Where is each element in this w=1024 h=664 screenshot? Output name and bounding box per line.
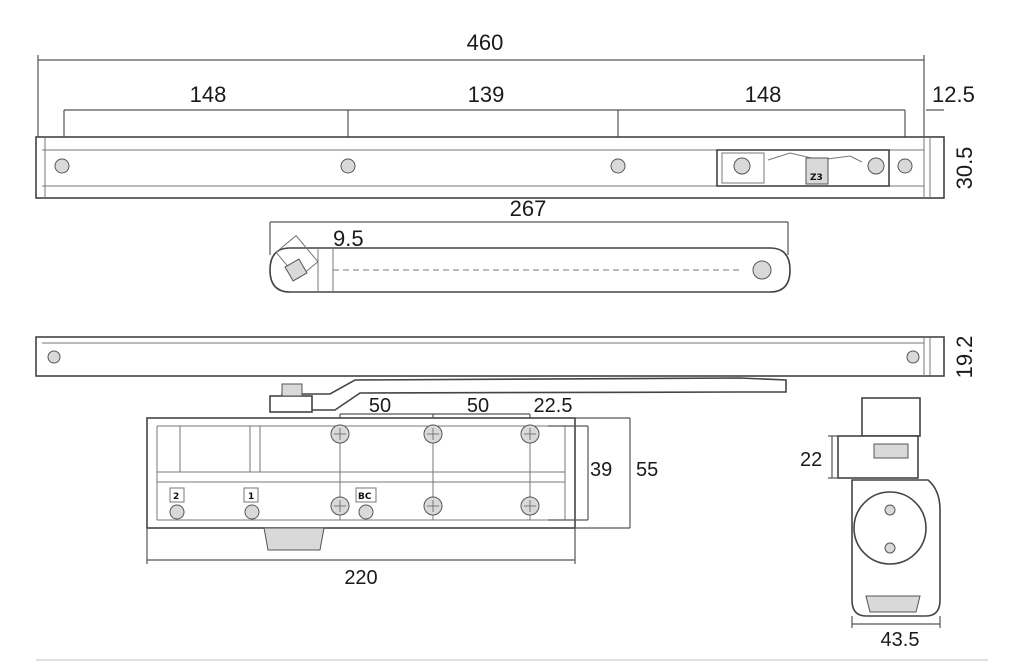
adjustment-valves: 2 1 BC [169, 487, 377, 520]
rail: 19.2 [35, 336, 977, 379]
valve-label-bc: BC [358, 492, 372, 502]
dim-track-height: 30.5 [952, 147, 977, 190]
dim-screw-spacing-2: 50 [467, 395, 489, 417]
dim-body-inner-height: 39 [590, 459, 612, 481]
side-view: 22 43.5 [800, 397, 941, 651]
valve-label-2: 2 [173, 492, 179, 502]
dim-side-top-height: 22 [800, 449, 822, 471]
dim-arm-length: 267 [510, 196, 547, 221]
dim-side-depth: 43.5 [881, 629, 920, 651]
dim-body-length: 220 [344, 567, 377, 589]
dim-screw-spacing-1: 50 [369, 395, 391, 417]
arm: 267 9.5 [269, 196, 791, 293]
dim-track-spacing-left: 148 [190, 82, 227, 107]
dim-body-height: 55 [636, 459, 658, 481]
dim-arm-width: 9.5 [333, 226, 364, 251]
slider-label: Z3 [810, 173, 823, 183]
dim-track-spacing-right: 148 [745, 82, 782, 107]
dim-screw-offset: 22.5 [534, 395, 573, 417]
top-track: 460 148 139 148 12.5 30.5 Z3 [35, 30, 977, 199]
body-screws [330, 424, 540, 516]
dim-track-end-offset: 12.5 [932, 82, 975, 107]
closer-body: 50 50 22.5 [146, 377, 787, 589]
dim-track-total-length: 460 [467, 30, 504, 55]
dim-rail-height: 19.2 [952, 336, 977, 379]
valve-label-1: 1 [248, 492, 254, 502]
dim-track-spacing-middle: 139 [468, 82, 505, 107]
